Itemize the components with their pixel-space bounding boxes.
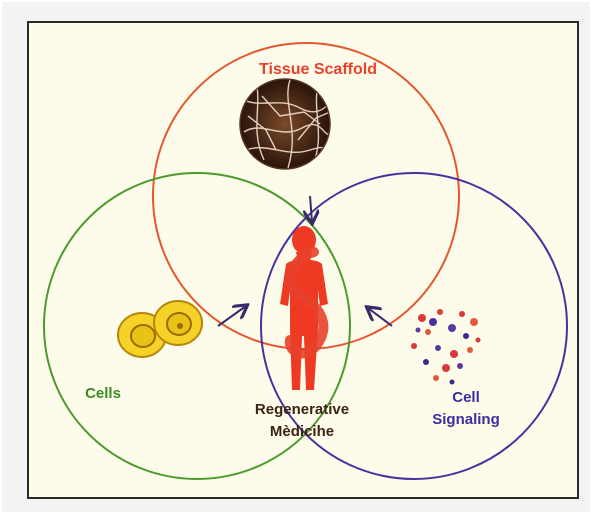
regenerative-label-line2: Mèdicihe bbox=[270, 423, 334, 440]
cell-signaling-label-line1: Cell bbox=[452, 389, 480, 406]
cell-signaling-label-line2: Signaling bbox=[432, 411, 500, 428]
tissue-scaffold-label: Tissue Scaffold bbox=[259, 61, 377, 78]
regenerative-label-line1: Regenerative bbox=[255, 401, 349, 418]
cells-label: Cells bbox=[85, 385, 121, 402]
